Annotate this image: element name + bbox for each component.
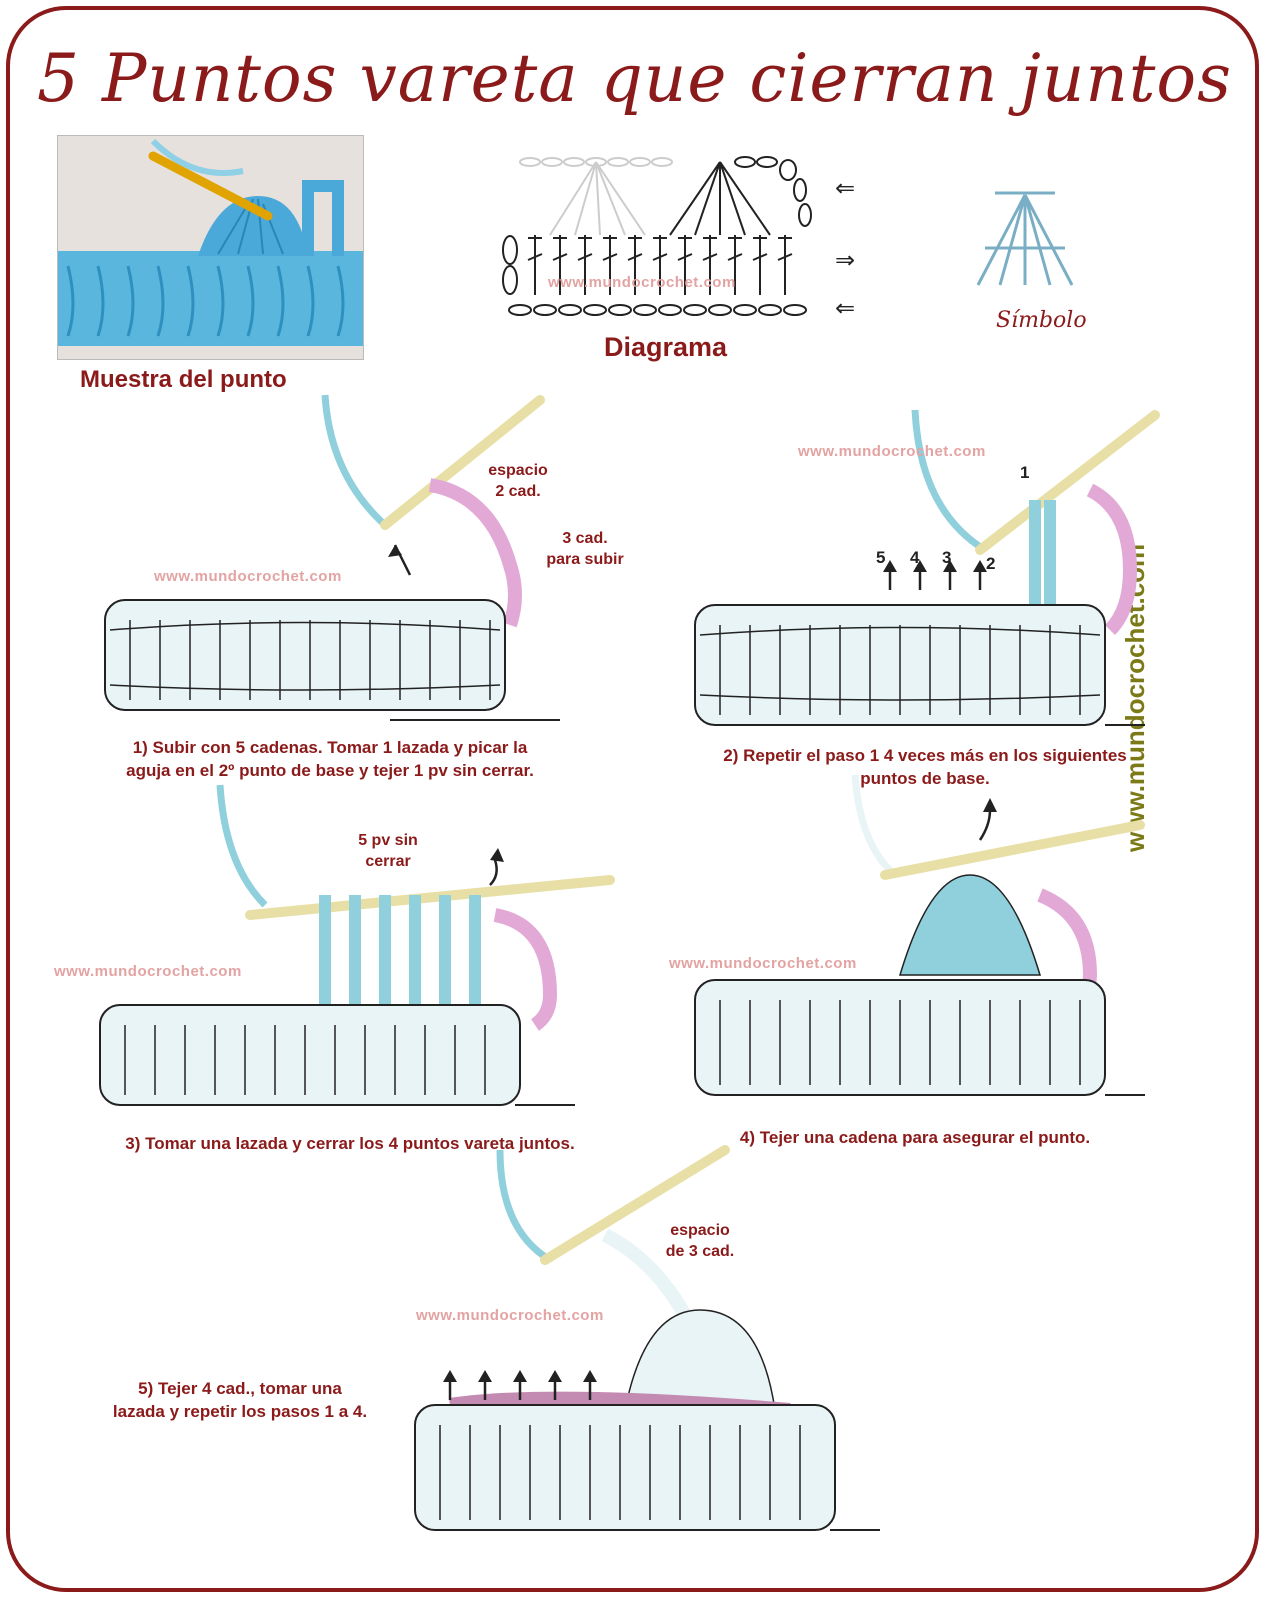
page-frame: [6, 6, 1259, 1592]
step-1-illustration: [104, 394, 560, 721]
step-3-illustration: [99, 784, 615, 1106]
row-direction-left-icon: ⇐: [835, 294, 855, 322]
watermark: www.mundocrochet.com: [54, 963, 242, 980]
annotation-3-cad-para-subir: 3 cad.para subir: [546, 530, 624, 568]
stitch-sample-photo: [57, 135, 364, 360]
step-5-illustration: [414, 1145, 880, 1531]
stitch-symbol: [976, 191, 1074, 286]
stitch-number-1: 1: [1020, 463, 1030, 482]
watermark: www.mundocrochet.com: [548, 274, 736, 291]
symbol-label: Símbolo: [996, 308, 1087, 333]
watermark: www.mundocrochet.com: [798, 443, 986, 460]
row-direction-right-icon: ⇒: [835, 246, 855, 274]
stitch-number-2: 2: [986, 554, 996, 573]
stitch-number-5: 5: [876, 548, 886, 567]
step-2-caption: 2) Repetir el paso 1 4 veces más en los …: [723, 746, 1127, 788]
stitch-diagram: ⇐ ⇒ ⇐: [502, 156, 855, 322]
watermark: www.mundocrochet.com: [669, 955, 857, 972]
step-3-caption: 3) Tomar una lazada y cerrar los 4 punto…: [125, 1134, 575, 1153]
step-1-caption: 1) Subir con 5 cadenas. Tomar 1 lazada y…: [126, 738, 534, 780]
diagram-label: Diagrama: [604, 332, 728, 362]
watermark: www.mundocrochet.com: [154, 568, 342, 585]
stitch-number-4: 4: [910, 548, 920, 567]
watermark: www.mundocrochet.com: [416, 1307, 604, 1324]
step-4-caption: 4) Tejer una cadena para asegurar el pun…: [739, 1128, 1091, 1147]
step-4-illustration: [694, 774, 1145, 1096]
sample-label: Muestra del punto: [80, 366, 287, 393]
page-title: 5 Puntos vareta que cierran juntos: [36, 40, 1233, 117]
stitch-number-3: 3: [942, 548, 952, 567]
row-direction-left-icon: ⇐: [835, 174, 855, 202]
step-2-illustration: [694, 409, 1160, 726]
